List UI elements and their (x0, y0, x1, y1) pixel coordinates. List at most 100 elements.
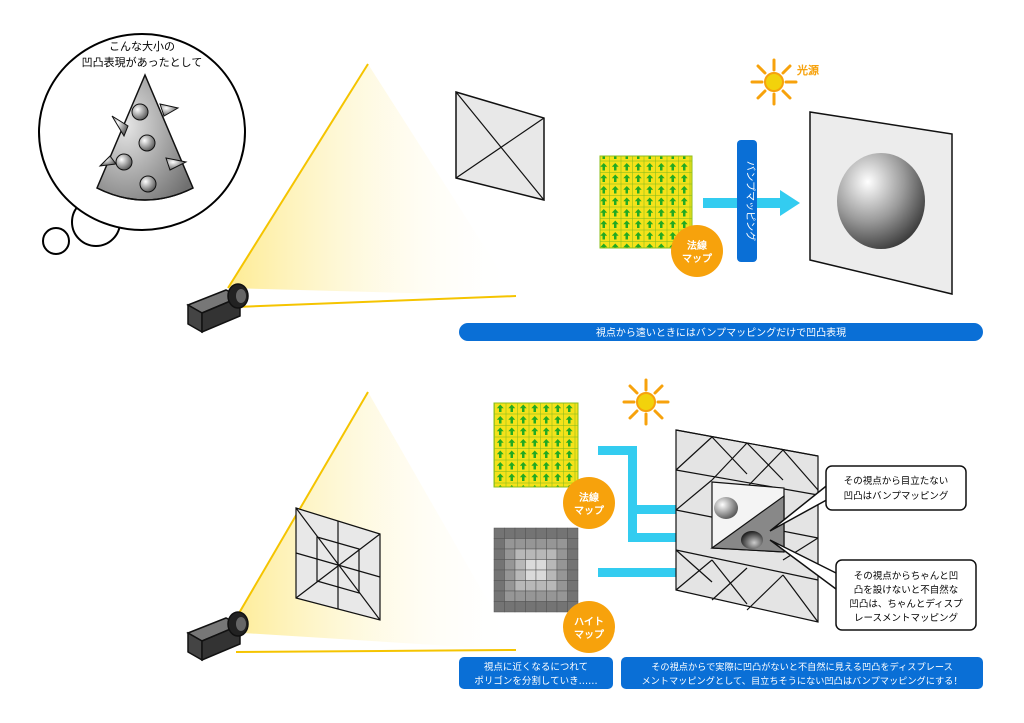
camera-icon (186, 283, 249, 334)
height-map-cell (556, 527, 568, 539)
bottom-banner-left (459, 657, 613, 689)
height-map-cell (525, 601, 537, 613)
normal-map-badge-bottom-line2: マップ (574, 504, 605, 517)
height-map-cell (556, 569, 568, 581)
height-map-cell (567, 538, 579, 550)
callout-bump (769, 465, 967, 532)
height-map-cell (525, 527, 537, 539)
height-map-cell (546, 590, 558, 602)
height-map-cell (535, 527, 547, 539)
height-map-cell (493, 569, 505, 581)
normal-map-grid-bottom (493, 402, 579, 488)
height-map-cell (525, 538, 537, 550)
bump-result-plane (809, 111, 953, 295)
height-map-badge-line2: マップ (574, 628, 605, 641)
bump-mapping-label: バンプマッピング (744, 161, 757, 241)
height-map-cell (493, 527, 505, 539)
callout-bump-line2: 凹凸はバンプマッピング (844, 490, 949, 502)
top-banner-text: 視点から遠いときにはバンプマッピングだけで凹凸表現 (596, 326, 846, 339)
height-map-cell (514, 569, 526, 581)
light-source-label: 光源 (796, 63, 819, 77)
height-map-cell (546, 548, 558, 560)
bottom-banner-left-line2: ポリゴンを分割していき…… (474, 675, 597, 687)
height-map-cell (525, 569, 537, 581)
callout-displacement-line1: その視点からちゃんと凹 (854, 570, 959, 582)
normal-map-badge-bottom-line1: 法線 (579, 491, 599, 504)
top-banner (459, 323, 983, 341)
callout-displacement-line2: 凸を設けないと不自然な (854, 584, 959, 596)
bottom-banner-right-line2: メントマッピングとして、目立ちそうにない凹凸はバンプマッピングにする！ (641, 675, 962, 687)
bottom-banner-right (621, 657, 983, 689)
height-map-cell (535, 580, 547, 592)
height-map-cell (493, 590, 505, 602)
height-map-cell (535, 601, 547, 613)
displaced-mesh-plane (675, 429, 819, 623)
height-map-cell (567, 527, 579, 539)
height-map-cell (546, 569, 558, 581)
callout-displacement (769, 539, 977, 631)
height-map-cell (535, 569, 547, 581)
height-map-cell (504, 538, 516, 550)
height-map-cell (493, 548, 505, 560)
normal-map-badge-bottom: 法線 マップ (563, 477, 615, 529)
normal-map-grid (599, 155, 693, 249)
height-map-cell (514, 527, 526, 539)
callout-bump-line1: その視点から目立たない (844, 475, 949, 487)
height-map-cell (567, 569, 579, 581)
height-map-cell (546, 559, 558, 571)
height-map-cell (514, 548, 526, 560)
height-map-cell (525, 590, 537, 602)
camera-icon-bottom (186, 611, 249, 662)
height-map-cell (535, 538, 547, 550)
height-map-badge-line1: ハイト (574, 616, 604, 628)
height-map-cell (514, 590, 526, 602)
height-map-cell (567, 580, 579, 592)
height-map-cell (556, 559, 568, 571)
height-map-cell (567, 590, 579, 602)
normal-map-badge-line2: マップ (682, 252, 713, 265)
height-map-cell (546, 538, 558, 550)
normal-map-badge-line1: 法線 (687, 239, 707, 252)
height-map-cell (556, 601, 568, 613)
height-map-cell (504, 590, 516, 602)
height-map-cell (535, 548, 547, 560)
bump-mapping-label-box (737, 140, 757, 262)
thought-bubble-line2: 凹凸表現があったとして (82, 55, 203, 69)
sun-icon-bottom (622, 378, 670, 426)
height-map-cell (546, 580, 558, 592)
height-map-cell (504, 569, 516, 581)
height-map-cell (504, 527, 516, 539)
height-map-cell (514, 559, 526, 571)
callout-displacement-line4: レースメントマッピング (854, 612, 959, 624)
bottom-banner-right-line1: その視点からで実際に凹凸がないと不自然に見える凹凸をディスプレース (651, 661, 953, 673)
height-map-cell (567, 559, 579, 571)
height-map-cell (567, 548, 579, 560)
height-map-cell (535, 590, 547, 602)
height-map-cell (556, 580, 568, 592)
height-map-cell (525, 548, 537, 560)
height-map-cell (493, 559, 505, 571)
subdivided-polygon-quad (295, 507, 381, 621)
height-map-grid (493, 527, 579, 613)
height-map-cell (556, 548, 568, 560)
height-map-cell (514, 601, 526, 613)
camera-view-beam (228, 64, 516, 296)
height-map-cell (504, 601, 516, 613)
height-map-cell (556, 590, 568, 602)
height-map-cell (504, 548, 516, 560)
height-map-badge: ハイト マップ (563, 601, 615, 653)
height-map-cell (504, 559, 516, 571)
height-map-cell (556, 538, 568, 550)
height-map-cell (514, 580, 526, 592)
height-map-cell (493, 580, 505, 592)
normal-map-badge: 法線 マップ (671, 225, 723, 277)
height-map-cell (514, 538, 526, 550)
height-map-cell (504, 580, 516, 592)
height-map-cell (493, 601, 505, 613)
height-map-cell (493, 538, 505, 550)
sun-icon (750, 58, 798, 106)
height-map-cell (546, 601, 558, 613)
flat-polygon-quad (455, 90, 545, 201)
bottom-banner-left-line1: 視点に近くなるにつれて (484, 661, 588, 673)
